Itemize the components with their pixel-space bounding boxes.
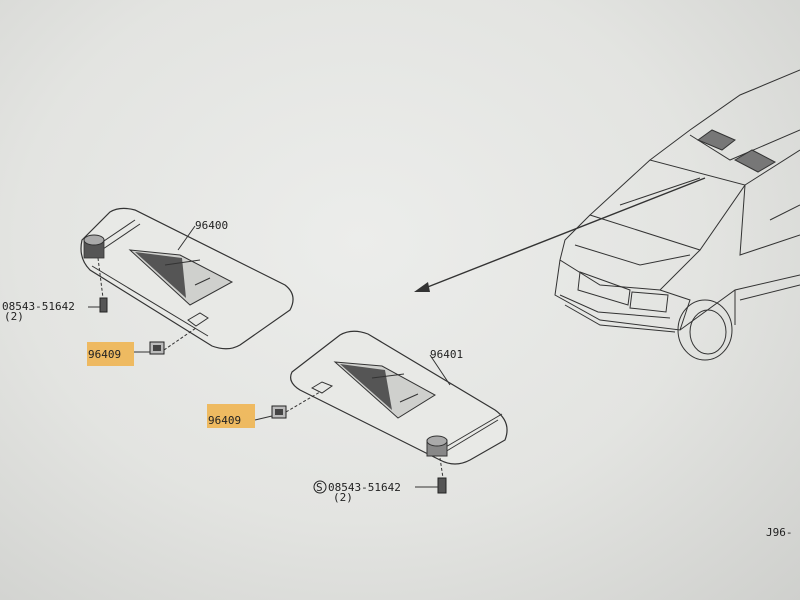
leader-line <box>177 225 196 251</box>
part-number-96401: 96401 <box>430 348 463 361</box>
part-number-08543-51642-left: 08543-51642 <box>2 300 75 313</box>
diagram-reference-code: J96- <box>766 526 793 539</box>
part-number-96409-right: 96409 <box>208 414 241 427</box>
quantity-right: (2) <box>333 491 353 504</box>
leader-arrow <box>414 177 706 292</box>
screw-left <box>97 257 108 313</box>
screw-right <box>437 457 447 494</box>
part-number-08543-51642-right: 08543-51642 <box>328 481 401 494</box>
quantity-left: (2) <box>4 310 24 323</box>
leader-line <box>429 354 451 386</box>
leader-line <box>254 415 273 421</box>
screw-prefix: S <box>316 481 323 494</box>
visor-clip-right <box>271 391 321 419</box>
highlight-96409-right <box>207 404 255 428</box>
sun-visor-left <box>80 207 294 350</box>
sun-visor-right <box>290 330 508 465</box>
visor-clip-left <box>149 327 197 355</box>
vehicle-illustration <box>554 69 800 361</box>
part-number-96409-left: 96409 <box>88 348 121 361</box>
s-circle-icon <box>313 480 327 494</box>
highlight-96409-left <box>87 342 134 366</box>
part-number-96400: 96400 <box>195 219 228 232</box>
